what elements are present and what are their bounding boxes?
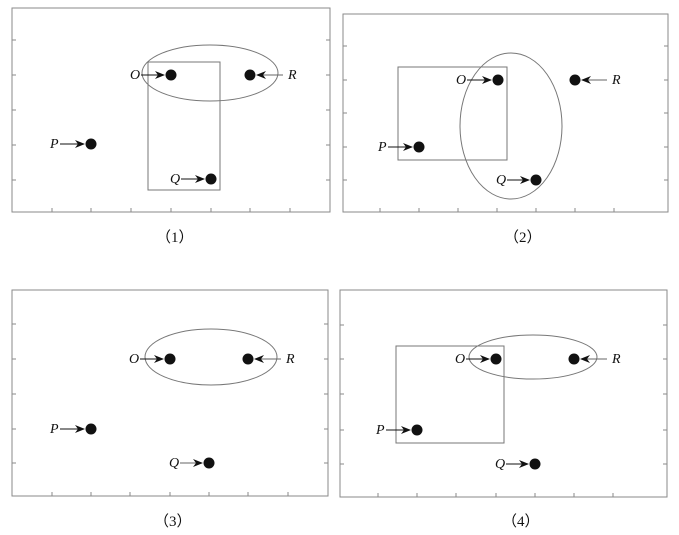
panel-3: P O Q R （3）	[11, 289, 329, 530]
panel-3-point-r	[242, 353, 254, 365]
panel-2-label-r: R	[611, 73, 621, 88]
panel-3-point-o	[164, 353, 176, 365]
panel-3-label-r: R	[285, 352, 295, 367]
panel-3-ellipse	[144, 328, 278, 386]
panel-1-point-q	[205, 173, 217, 185]
panel-2-point-p	[413, 141, 425, 153]
panel-1-ellipse	[141, 44, 279, 102]
panel-2-point-q	[530, 174, 542, 186]
panel-1-label-r: R	[287, 68, 297, 83]
panel-1-point-p	[85, 138, 97, 150]
panel-1-label-p: P	[49, 137, 59, 152]
panel-4-label-q: Q	[495, 457, 505, 472]
panel-2-ellipse	[459, 52, 563, 200]
panel-2-point-o	[492, 74, 504, 86]
panel-1-rectangle	[147, 61, 221, 191]
panel-4-label-p: P	[375, 423, 385, 438]
panel-3-label-p: P	[49, 422, 59, 437]
panel-1-point-r	[244, 69, 256, 81]
panel-2-caption: （2）	[504, 229, 542, 246]
panel-4-point-r	[568, 353, 580, 365]
panel-3-caption: （3）	[154, 513, 192, 530]
panel-4-ellipse	[468, 334, 598, 380]
panel-2: P O Q R （2）	[342, 13, 669, 246]
panel-4: P O Q R （4）	[339, 289, 668, 530]
panel-3-label-q: Q	[169, 456, 179, 471]
panel-4-point-q	[529, 458, 541, 470]
panel-4-point-p	[411, 424, 423, 436]
panel-4-label-r: R	[611, 352, 621, 367]
panel-3-point-q	[203, 457, 215, 469]
panel-3-label-o: O	[129, 352, 139, 367]
panel-4-caption: （4）	[502, 513, 540, 530]
panel-2-label-q: Q	[496, 173, 506, 188]
panel-4-label-o: O	[455, 352, 465, 367]
panel-4-ticks	[340, 324, 667, 497]
panel-2-point-r	[569, 74, 581, 86]
panel-1: P O Q R （1）	[11, 7, 331, 246]
panel-2-ticks	[343, 45, 668, 212]
panel-3-point-p	[85, 423, 97, 435]
panel-2-label-p: P	[377, 140, 387, 155]
panel-2-label-o: O	[456, 73, 466, 88]
panel-1-label-o: O	[130, 68, 140, 83]
panel-1-caption: （1）	[156, 229, 194, 246]
panel-4-point-o	[490, 353, 502, 365]
panel-2-rectangle	[397, 66, 508, 161]
panel-1-ticks	[12, 39, 330, 212]
panel-3-ticks	[12, 323, 328, 496]
panel-4-rectangle	[395, 345, 505, 444]
panel-1-label-q: Q	[170, 172, 180, 187]
panel-1-point-o	[165, 69, 177, 81]
